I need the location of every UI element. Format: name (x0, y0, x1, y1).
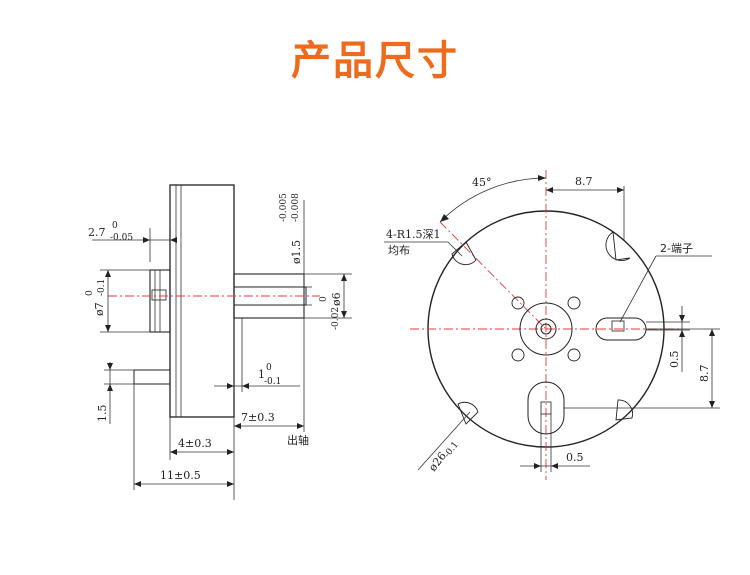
svg-text:0: 0 (266, 363, 272, 373)
svg-text:0: 0 (112, 221, 118, 231)
dim-d7: ø7 (93, 302, 106, 316)
svg-text:0: 0 (85, 290, 95, 296)
terminal-label: 2-端子 (660, 242, 693, 255)
angle-arc (439, 177, 547, 223)
angle-45: 45° (472, 176, 492, 189)
dim-4pm: 4±0.3 (178, 437, 212, 450)
dim-d6: ø6 (330, 292, 343, 306)
mount-holes (451, 231, 633, 425)
dim-0-5-h: 0.5 (566, 451, 584, 464)
hole-note: 4-R1.5深1 (386, 228, 441, 241)
side-view: 2.7 0 -0.05 ø7 0 -0.1 ø1.5 -0.005 -0.008 (85, 184, 352, 500)
svg-text:-0.05: -0.05 (110, 233, 133, 243)
dim-7pm: 7±0.3 (241, 411, 275, 424)
svg-text:-0.02: -0.02 (331, 307, 341, 330)
svg-text:-0.1: -0.1 (97, 279, 107, 296)
dim-8-7-top: 8.7 (575, 175, 593, 188)
dim-0-5-v: 0.5 (668, 351, 681, 369)
dim-8-7-v: 8.7 (698, 365, 711, 383)
bottom-pin (133, 369, 171, 385)
front-view: 45° 8.7 4-R1.5深1 均布 2-端子 0.5 (384, 170, 720, 480)
svg-text:-0.1: -0.1 (264, 377, 281, 387)
shaft-label: 出轴 (287, 433, 309, 447)
dim-1-5: 1.5 (96, 405, 109, 423)
motor-body (169, 184, 235, 418)
dim-d1-5: ø1.5 (290, 240, 303, 264)
dim-11pm: 11±0.5 (160, 469, 201, 482)
central-boss (519, 302, 573, 356)
dim-2-7: 2.7 (88, 226, 106, 239)
hole-note-2: 均布 (388, 244, 410, 257)
page-title: 产品尺寸 (291, 38, 459, 84)
svg-text:-0.008: -0.008 (291, 193, 301, 222)
svg-text:-0.005: -0.005 (279, 193, 289, 222)
svg-text:-0.1: -0.1 (442, 440, 461, 460)
dim-1: 1 (258, 368, 265, 381)
svg-text:0: 0 (319, 296, 329, 302)
